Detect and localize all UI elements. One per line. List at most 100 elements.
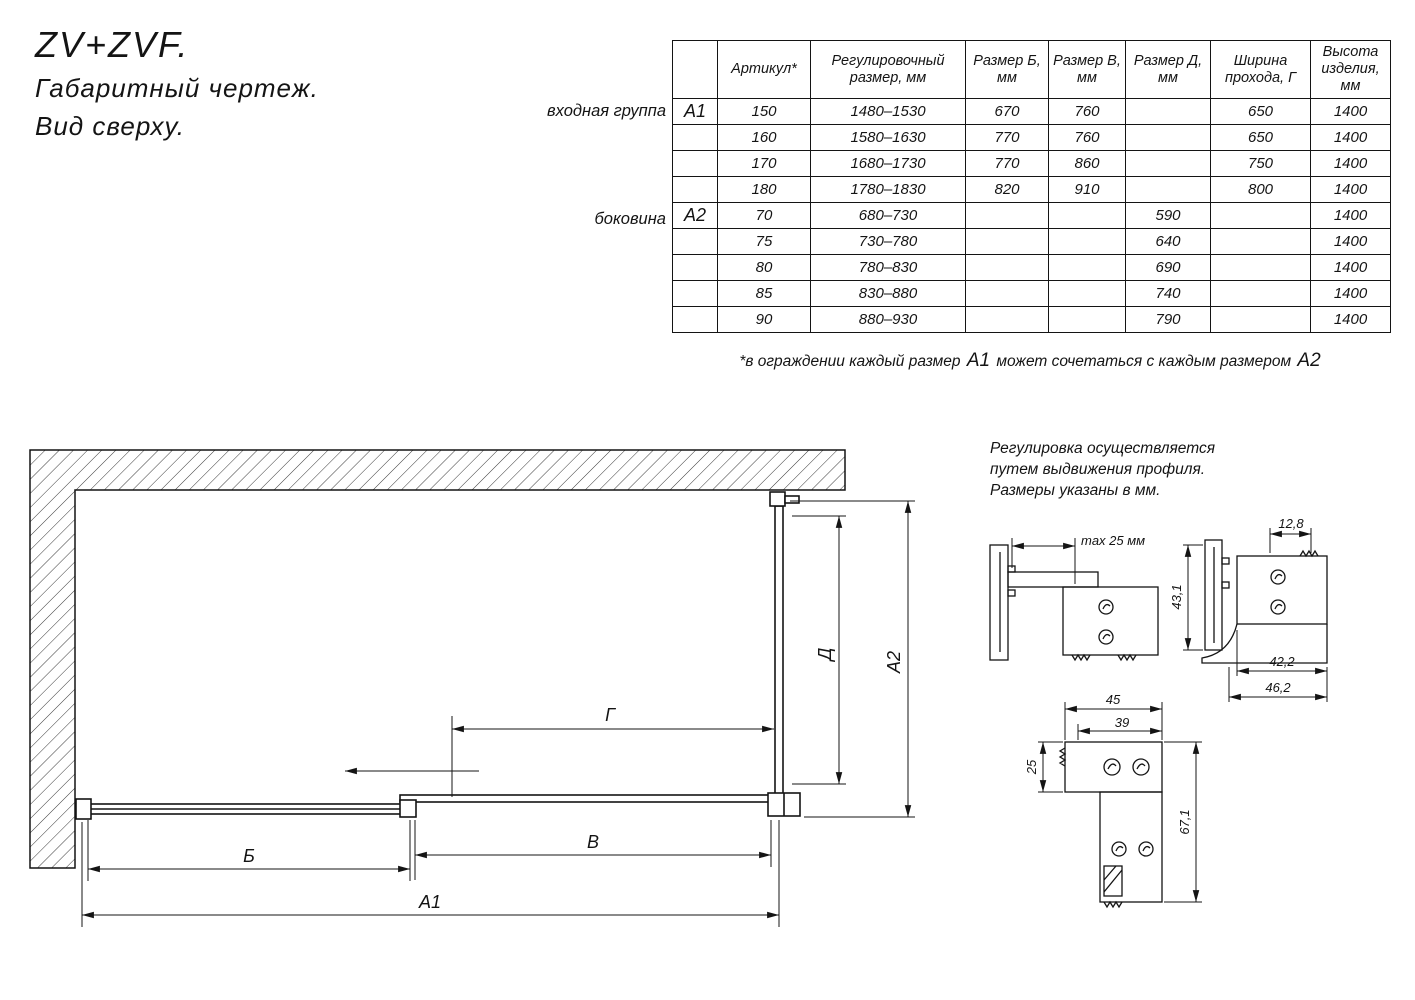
header-size-b: Размер Б, мм [965, 40, 1049, 99]
dim-label-43-1: 43,1 [1169, 584, 1184, 609]
cell-height: 1400 [1310, 254, 1391, 281]
note-line-3: Размеры указаны в мм. [990, 482, 1161, 499]
cell-size-v [1048, 254, 1126, 281]
cell-adjust: 880–930 [810, 306, 966, 333]
cell-article: 170 [717, 150, 811, 177]
cell-pass-g [1210, 280, 1311, 307]
table-row: 160 1580–1630 770 760 650 1400 [672, 124, 1391, 151]
sliding-door-panel [399, 794, 779, 803]
cell-pass-g: 650 [1210, 124, 1311, 151]
cell-article: 80 [717, 254, 811, 281]
table-row: 85 830–880 740 1400 [672, 280, 1391, 307]
header-adjust-size: Регулировочный размер, мм [810, 40, 966, 99]
cell-height: 1400 [1310, 98, 1391, 125]
cell-size-b [965, 254, 1049, 281]
dim-label-42-2: 42,2 [1269, 654, 1295, 669]
cell-size-v: 760 [1048, 124, 1126, 151]
cell-pass-g: 750 [1210, 150, 1311, 177]
dimension-v [414, 820, 772, 880]
dim-label-46-2: 46,2 [1265, 680, 1291, 695]
cell-size-b: 670 [965, 98, 1049, 125]
dimension-g [451, 716, 774, 797]
spec-table: Артикул* Регулировочный размер, мм Разме… [672, 40, 1391, 333]
side-panel [774, 505, 784, 798]
table-row: 180 1780–1830 820 910 800 1400 [672, 176, 1391, 203]
table-row: А2 70 680–730 590 1400 [672, 202, 1391, 229]
footnote-part1: *в ограждении каждый размер [739, 353, 965, 370]
cell-size-v: 910 [1048, 176, 1126, 203]
middle-bracket [399, 799, 417, 818]
dim-label-d: Д [815, 647, 835, 662]
footnote-code-a1: А1 [966, 350, 991, 371]
cell-height: 1400 [1310, 150, 1391, 177]
table-row: 90 880–930 790 1400 [672, 306, 1391, 333]
cell-size-v [1048, 228, 1126, 255]
cell-size-d: 790 [1125, 306, 1211, 333]
cell-height: 1400 [1310, 306, 1391, 333]
cell-size-d [1125, 98, 1211, 125]
note-line-2: путем выдвижения профиля. [990, 461, 1206, 478]
dimension-a2 [790, 500, 915, 818]
adjustment-note: Регулировка осуществляется путем выдвиже… [990, 438, 1215, 501]
table-row: А1 150 1480–1530 670 760 650 1400 [672, 98, 1391, 125]
cell-article: 75 [717, 228, 811, 255]
header-height: Высота изделия, мм [1310, 40, 1391, 99]
cell-size-b [965, 306, 1049, 333]
dim-label-b: Б [243, 846, 255, 866]
cell-height: 1400 [1310, 280, 1391, 307]
profile-detail-bottom [1058, 741, 1163, 909]
cell-size-d: 740 [1125, 280, 1211, 307]
dim-label-a1: А1 [418, 892, 441, 912]
side-panel-top-bracket [784, 495, 800, 504]
dimension-a1 [81, 820, 780, 927]
profile-detail-right [1201, 539, 1328, 664]
cell-article: 160 [717, 124, 811, 151]
view-label: Вид сверху. [35, 111, 185, 141]
cell-adjust: 1580–1630 [810, 124, 966, 151]
dim-label-max25: max 25 мм [1081, 533, 1145, 548]
cell-height: 1400 [1310, 124, 1391, 151]
footnote-code-a2: А2 [1297, 350, 1321, 371]
plan-dimensions [81, 500, 915, 927]
dimension-d [792, 515, 846, 785]
detail-bottom-dimensions [1038, 702, 1202, 903]
cell-height: 1400 [1310, 176, 1391, 203]
cell-adjust: 680–730 [810, 202, 966, 229]
dimension-b [87, 820, 411, 881]
dim-label-g: Г [605, 705, 616, 725]
detail-right-dimensions [1183, 528, 1328, 702]
cell-size-d [1125, 176, 1211, 203]
cell-group-code [672, 176, 718, 203]
cell-size-b [965, 280, 1049, 307]
title-block: ZV+ZVF. Габаритный чертеж. Вид сверху. [35, 24, 319, 142]
note-line-1: Регулировка осуществляется [990, 440, 1215, 457]
cell-size-v [1048, 306, 1126, 333]
dim-label-12-8: 12,8 [1278, 516, 1304, 531]
cell-pass-g [1210, 306, 1311, 333]
cell-height: 1400 [1310, 202, 1391, 229]
dim-label-67-1: 67,1 [1177, 809, 1192, 834]
cell-pass-g: 650 [1210, 98, 1311, 125]
dim-label-v: В [587, 832, 599, 852]
product-title: ZV+ZVF. [35, 24, 190, 65]
cell-size-v [1048, 280, 1126, 307]
drawing-type-label: Габаритный чертеж. [35, 73, 319, 103]
row-group-label-entry: входная группа [547, 102, 666, 120]
wall-profile [75, 798, 92, 820]
plan-dimension-labels: Б В А1 Д А2 Г [243, 647, 904, 912]
cell-size-b: 770 [965, 150, 1049, 177]
cell-article: 85 [717, 280, 811, 307]
cell-article: 70 [717, 202, 811, 229]
header-pass-width: Ширина прохода, Г [1210, 40, 1311, 99]
cell-adjust: 830–880 [810, 280, 966, 307]
cell-size-d: 590 [1125, 202, 1211, 229]
wall-section [29, 449, 846, 869]
detail-top-dimension [1011, 538, 1076, 584]
dim-label-39: 39 [1115, 715, 1129, 730]
cell-height: 1400 [1310, 228, 1391, 255]
cell-article: 180 [717, 176, 811, 203]
dim-label-a2: А2 [884, 651, 904, 674]
cell-size-d: 690 [1125, 254, 1211, 281]
cell-group-code [672, 306, 718, 333]
